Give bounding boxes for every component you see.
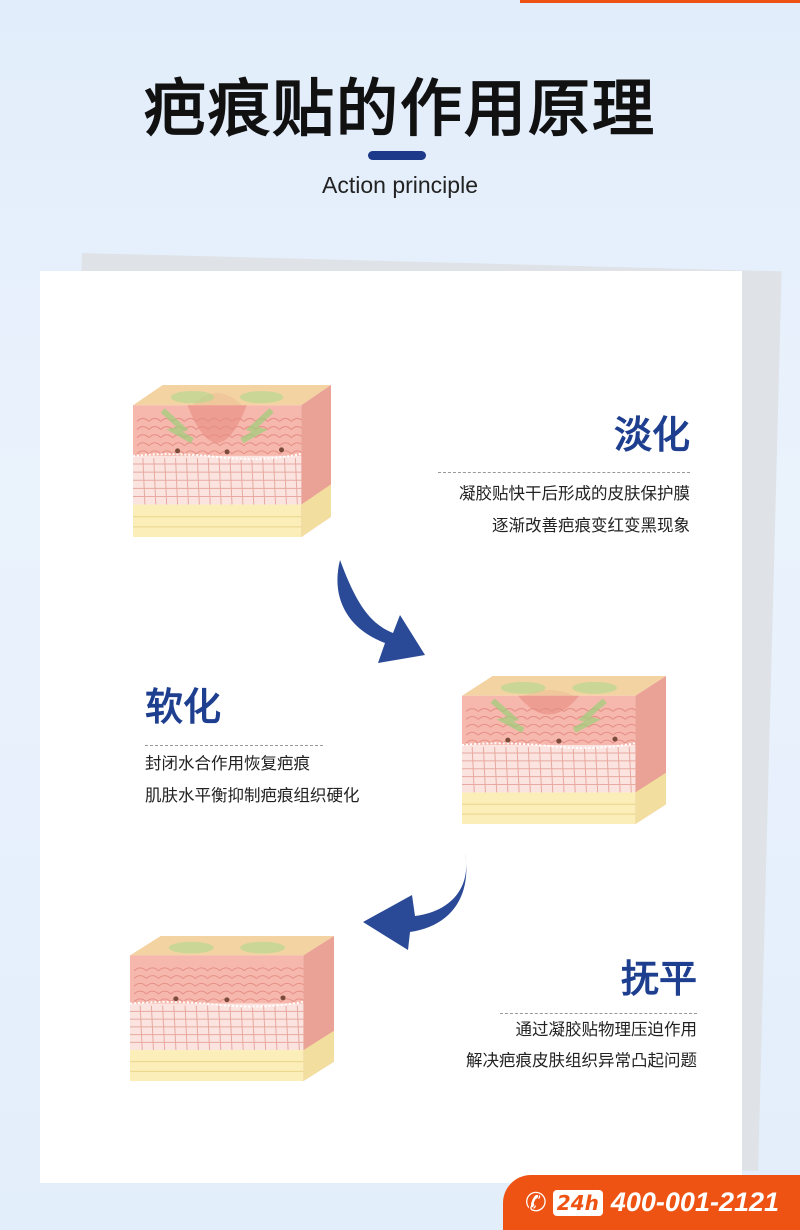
step-text: 肌肤水平衡抑制疤痕组织硬化: [145, 786, 360, 805]
step-text: 解决疤痕皮肤组织异常凸起问题: [466, 1051, 697, 1070]
arrow-down-left-icon: [363, 853, 467, 950]
step-title-flatten: 抚平: [620, 957, 697, 1001]
divider: [145, 745, 323, 746]
hotline-badge[interactable]: ✆ 24h 400-001-2121: [503, 1175, 800, 1230]
top-accent-line: [520, 0, 800, 3]
step-text: 逐渐改善疤痕变红变黑现象: [492, 516, 690, 535]
skin-layer-diagram: [461, 676, 666, 824]
step-text: 通过凝胶贴物理压迫作用: [515, 1020, 698, 1039]
skin-layer-diagram: [132, 385, 331, 537]
skin-illustration-fade: [132, 385, 331, 537]
skin-layer-diagram: [129, 936, 334, 1081]
24h-badge: 24h: [552, 1189, 603, 1216]
skin-illustration-flatten: [129, 936, 334, 1081]
skin-illustration-soften: [461, 676, 666, 824]
phone-icon: ✆: [525, 1187, 547, 1218]
arrow-down-right-icon: [337, 560, 425, 663]
step-text: 凝胶贴快干后形成的皮肤保护膜: [459, 484, 690, 503]
step-text: 封闭水合作用恢复疤痕: [145, 754, 310, 773]
title-divider: [368, 151, 426, 160]
page-title: 疤痕贴的作用原理: [143, 72, 656, 145]
divider: [500, 1013, 697, 1014]
step-title-fade: 淡化: [613, 413, 690, 457]
page-subtitle: Action principle: [322, 172, 478, 198]
divider: [438, 472, 690, 473]
hotline-number: 400-001-2121: [610, 1187, 780, 1217]
step-title-soften: 软化: [145, 685, 222, 729]
